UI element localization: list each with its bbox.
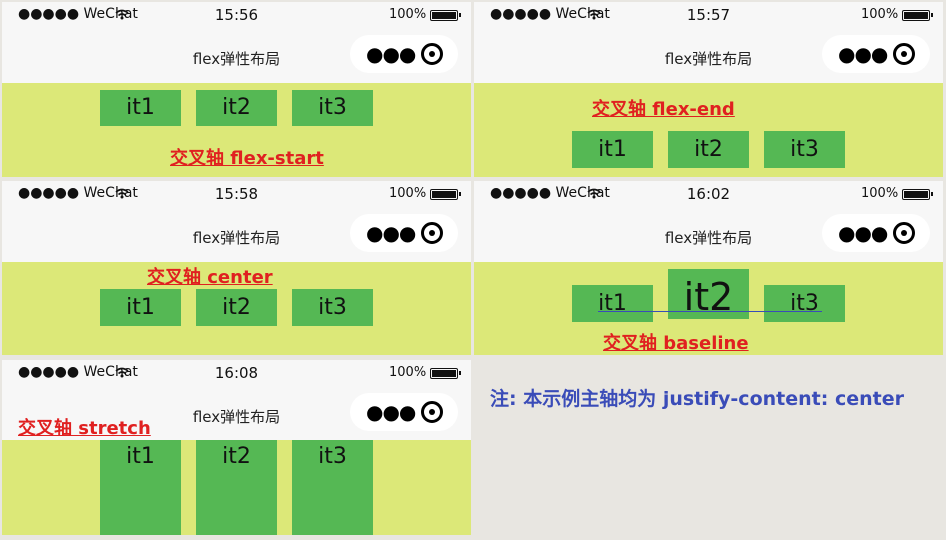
- close-target-icon[interactable]: [421, 43, 443, 65]
- baseline-guide-line: [598, 311, 822, 312]
- close-target-icon[interactable]: [421, 401, 443, 423]
- flex-container: 交叉轴 flex-end it1 it2 it3: [474, 83, 943, 177]
- flex-item-3: it3: [764, 285, 845, 322]
- status-bar: ●●●●● WeChat 16:02 100%: [474, 181, 943, 207]
- page-title: flex弹性布局: [192, 229, 281, 247]
- close-target-icon[interactable]: [421, 222, 443, 244]
- page-title: flex弹性布局: [192, 408, 281, 426]
- carrier-text: ●●●●● WeChat: [490, 185, 610, 201]
- mini-program-capsule: ●●●: [350, 393, 458, 431]
- flex-item-1: it1: [572, 285, 653, 322]
- navigation-bar: flex弹性布局 ●●●: [2, 207, 471, 262]
- flex-item-2: it2: [196, 90, 277, 126]
- more-icon[interactable]: ●●●: [838, 221, 888, 245]
- flex-item-1: it1: [100, 440, 181, 535]
- phone-panel-stretch: ●●●●● WeChat 16:08 100% flex弹性布局 ●●● 交叉轴…: [2, 360, 471, 535]
- battery-percent: 100%: [389, 365, 427, 380]
- page-title: flex弹性布局: [192, 50, 281, 68]
- status-bar: ●●●●● WeChat 15:56 100%: [2, 2, 471, 28]
- navigation-bar: flex弹性布局 ●●●: [474, 207, 943, 262]
- more-icon[interactable]: ●●●: [838, 42, 888, 66]
- flex-container: it1 it2 it3 交叉轴 baseline: [474, 262, 943, 355]
- mini-program-capsule: ●●●: [350, 35, 458, 73]
- status-bar: ●●●●● WeChat 15:58 100%: [2, 181, 471, 207]
- alignment-caption: 交叉轴 flex-end: [592, 99, 735, 120]
- mini-program-capsule: ●●●: [822, 214, 930, 252]
- battery-percent: 100%: [861, 186, 899, 201]
- flex-item-2: it2: [196, 440, 277, 535]
- alignment-caption: 交叉轴 center: [147, 267, 273, 288]
- more-icon[interactable]: ●●●: [366, 221, 416, 245]
- status-time: 15:56: [214, 6, 259, 24]
- carrier-text: ●●●●● WeChat: [18, 185, 138, 201]
- mini-program-capsule: ●●●: [822, 35, 930, 73]
- flex-item-1: it1: [572, 131, 653, 168]
- status-time: 15:57: [686, 6, 731, 24]
- phone-panel-flex-start: ●●●●● WeChat 15:56 100% flex弹性布局 ●●● it1…: [2, 2, 471, 177]
- more-icon[interactable]: ●●●: [366, 42, 416, 66]
- battery-icon: [902, 189, 933, 200]
- wifi-icon: [587, 188, 601, 199]
- wifi-icon: [115, 188, 129, 199]
- carrier-text: ●●●●● WeChat: [18, 364, 138, 380]
- flex-item-2: it2: [668, 131, 749, 168]
- alignment-caption: 交叉轴 baseline: [603, 333, 749, 354]
- note-text: 注: 本示例主轴均为 justify-content: center: [490, 388, 904, 410]
- flex-container: it1 it2 it3 交叉轴 flex-start: [2, 83, 471, 177]
- battery-icon: [430, 189, 461, 200]
- flex-container: 交叉轴 center it1 it2 it3: [2, 262, 471, 355]
- wifi-icon: [115, 9, 129, 20]
- flex-item-3: it3: [292, 90, 373, 126]
- status-bar: ●●●●● WeChat 15:57 100%: [474, 2, 943, 28]
- flex-item-1: it1: [100, 289, 181, 326]
- battery-icon: [430, 10, 461, 21]
- navigation-bar: flex弹性布局 ●●●: [2, 28, 471, 83]
- flex-item-1: it1: [100, 90, 181, 126]
- navigation-bar: flex弹性布局 ●●●: [474, 28, 943, 83]
- battery-icon: [902, 10, 933, 21]
- alignment-caption: 交叉轴 flex-start: [170, 148, 324, 169]
- flex-container: it1 it2 it3: [2, 440, 471, 535]
- page-title: flex弹性布局: [664, 50, 753, 68]
- status-bar: ●●●●● WeChat 16:08 100%: [2, 360, 471, 386]
- phone-panel-baseline: ●●●●● WeChat 16:02 100% flex弹性布局 ●●● it1…: [474, 181, 943, 355]
- flex-item-3: it3: [764, 131, 845, 168]
- alignment-caption: 交叉轴 stretch: [18, 418, 151, 439]
- battery-icon: [430, 368, 461, 379]
- mini-program-capsule: ●●●: [350, 214, 458, 252]
- navigation-bar: flex弹性布局 ●●●: [2, 386, 471, 441]
- close-target-icon[interactable]: [893, 43, 915, 65]
- battery-percent: 100%: [861, 7, 899, 22]
- flex-item-3: it3: [292, 440, 373, 535]
- battery-percent: 100%: [389, 186, 427, 201]
- phone-panel-flex-end: ●●●●● WeChat 15:57 100% flex弹性布局 ●●● 交叉轴…: [474, 2, 943, 177]
- more-icon[interactable]: ●●●: [366, 400, 416, 424]
- carrier-text: ●●●●● WeChat: [490, 6, 610, 22]
- status-time: 15:58: [214, 185, 259, 203]
- close-target-icon[interactable]: [893, 222, 915, 244]
- phone-panel-center: ●●●●● WeChat 15:58 100% flex弹性布局 ●●● 交叉轴…: [2, 181, 471, 355]
- wifi-icon: [115, 367, 129, 378]
- carrier-text: ●●●●● WeChat: [18, 6, 138, 22]
- status-time: 16:02: [686, 185, 731, 203]
- status-time: 16:08: [214, 364, 259, 382]
- wifi-icon: [587, 9, 601, 20]
- battery-percent: 100%: [389, 7, 427, 22]
- flex-item-2: it2: [196, 289, 277, 326]
- flex-item-3: it3: [292, 289, 373, 326]
- page-title: flex弹性布局: [664, 229, 753, 247]
